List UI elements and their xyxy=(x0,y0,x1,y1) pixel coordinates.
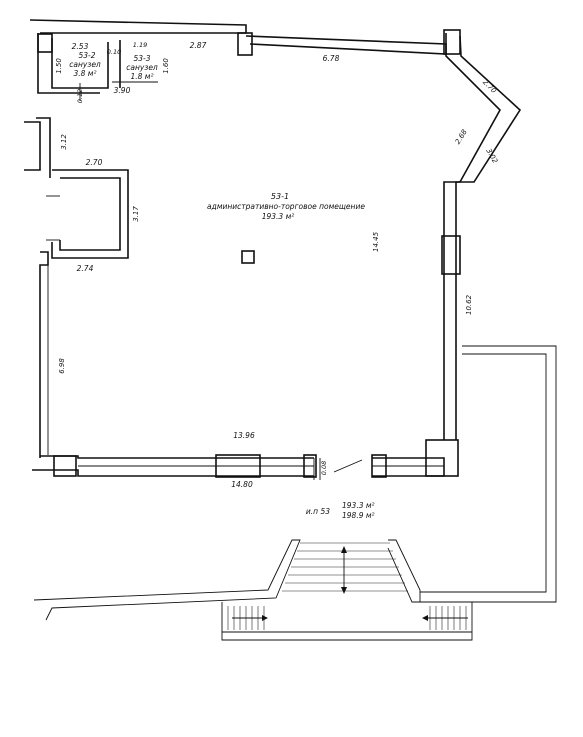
dimension-label: 6.98 xyxy=(58,358,66,374)
outer-walls xyxy=(24,19,522,477)
room-53-2-id: 53-2 xyxy=(78,51,95,60)
room-53-3-name: санузел xyxy=(126,63,158,72)
column-top-right xyxy=(443,29,461,55)
porch-right-wall xyxy=(387,539,421,603)
room-53-2-name: санузел xyxy=(69,60,101,69)
side-arrow-right-head xyxy=(422,615,428,621)
porch-platform xyxy=(221,602,473,641)
wall-left-upper xyxy=(37,33,100,94)
dimension-label: 3.90 xyxy=(114,86,131,95)
dimension-label: 13.96 xyxy=(233,431,255,440)
dimension-label: 3.12 xyxy=(60,134,68,150)
dimension-label: 14.80 xyxy=(231,480,253,489)
dimension-label: 2.74 xyxy=(77,264,94,273)
dimension-label: 2.53 xyxy=(72,42,89,51)
terrace-right xyxy=(420,345,557,603)
terrace-outline-outer xyxy=(420,345,557,603)
right-corner-box xyxy=(425,439,459,477)
room-53-1-id: 53-1 xyxy=(271,192,289,201)
wall-bottom-inner xyxy=(40,455,314,459)
right-window-box xyxy=(441,235,461,275)
arrow-head-down xyxy=(341,587,347,594)
dimension-label: 14.45 xyxy=(372,231,380,252)
shaft-inner xyxy=(59,177,121,251)
column-bottom-right xyxy=(371,454,387,478)
wall-right-diagonal xyxy=(443,33,501,440)
columns xyxy=(37,29,461,478)
door-leaf xyxy=(333,459,363,473)
dimension-label: 1.50 xyxy=(55,58,63,74)
totals-main-area: 193.3 м² xyxy=(342,501,375,510)
totals-label: и.п 53 xyxy=(306,507,330,516)
wall-left-recess-outer xyxy=(36,117,51,178)
room-53-3-id: 53-3 xyxy=(133,54,150,63)
dimension-label: 0.10 xyxy=(107,48,121,56)
room-labels: 53-1 административно-торговое помещение … xyxy=(69,51,365,221)
room-53-3-area: 1.8 м² xyxy=(131,72,154,81)
wall-left-lower xyxy=(39,251,49,458)
porch-left-wall xyxy=(33,539,301,621)
dimension-label: 10.62 xyxy=(465,294,473,315)
room-53-1-area: 193.3 м² xyxy=(262,212,295,221)
wall-right-diagonal-outer xyxy=(455,35,522,440)
column-bottom-mid-right xyxy=(303,454,317,478)
arrow-head-up xyxy=(341,546,347,553)
dimension-label: 1.60 xyxy=(162,58,170,74)
dimension-label: 2.68 xyxy=(454,128,469,146)
dimension-label: 2.87 xyxy=(190,41,207,50)
side-stair-left xyxy=(227,606,268,630)
dimension-labels: 2.53 0.10 1.19 2.87 6.78 1.50 1.60 0.12 … xyxy=(55,41,499,489)
room-53-1-name: административно-торговое помещение xyxy=(207,202,365,211)
room-53-2-area: 3.8 м² xyxy=(74,69,97,78)
column-bottom-left xyxy=(53,455,77,477)
totals-total-area: 198.9 м² xyxy=(342,511,375,520)
inner-shaft xyxy=(46,169,129,259)
column-top-mid xyxy=(237,32,253,56)
column-center xyxy=(241,250,255,264)
wall-bottom-right xyxy=(372,457,445,477)
dimension-label: 0.08 xyxy=(320,461,328,475)
area-totals: и.п 53 193.3 м² 198.9 м² xyxy=(306,501,375,520)
dimension-label: 3.17 xyxy=(132,206,140,222)
wall-bottom-outer xyxy=(32,469,314,477)
column-bottom-mid xyxy=(215,454,261,478)
entrance-door xyxy=(313,458,363,480)
side-arrow-left-head xyxy=(262,615,268,621)
dimension-label: 1.19 xyxy=(133,41,147,49)
wall-top-right xyxy=(245,35,447,55)
terrace-outline-inner xyxy=(420,353,547,593)
wall-left-recess xyxy=(24,121,41,171)
dimension-label: 6.78 xyxy=(323,54,340,63)
dimension-label: 0.12 xyxy=(76,89,84,103)
porch-stair xyxy=(33,539,473,641)
shaft-outer xyxy=(51,169,129,259)
dimension-label: 2.70 xyxy=(86,158,103,167)
side-stair-right xyxy=(422,606,468,630)
wall-top-left xyxy=(29,19,247,34)
column-top-left xyxy=(37,33,53,53)
